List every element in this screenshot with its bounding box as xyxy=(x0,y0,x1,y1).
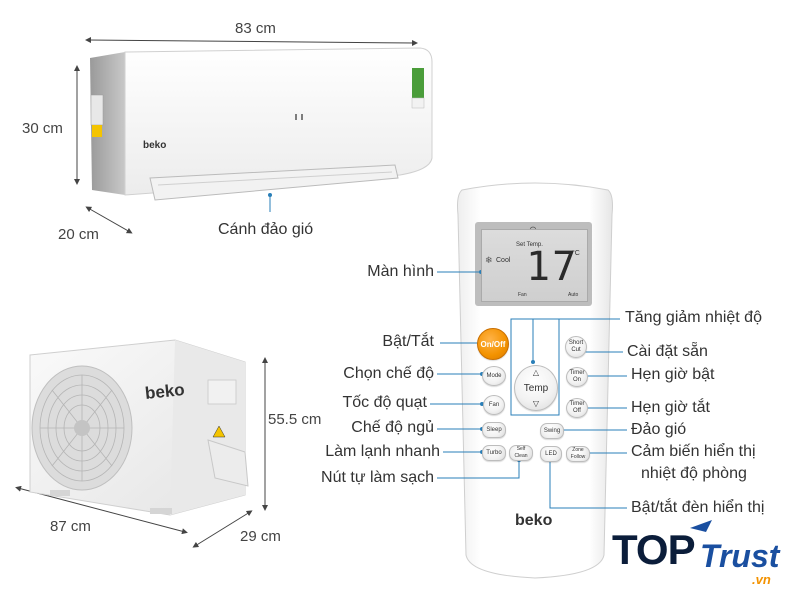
toptrust-logo-top: TOP xyxy=(612,526,696,573)
callout-timer-off: Hẹn giờ tắt xyxy=(631,399,710,416)
callout-zone-follow-line2: nhiệt độ phòng xyxy=(641,465,747,482)
outdoor-width-dimension-line xyxy=(15,485,188,535)
lcd-unit: °C xyxy=(572,250,580,257)
temp-down-icon: ▽ xyxy=(532,399,540,408)
turbo-button[interactable]: Turbo xyxy=(482,445,506,461)
callout-screen: Màn hình xyxy=(367,263,434,280)
callout-temp: Tăng giảm nhiệt độ xyxy=(625,309,762,326)
temp-button[interactable]: △ Temp ▽ xyxy=(514,365,558,411)
outdoor-width-label: 87 cm xyxy=(50,518,91,535)
callout-on-off: Bật/Tắt xyxy=(382,333,434,350)
short-cut-button[interactable]: Short Cut xyxy=(565,336,587,358)
indoor-width-dimension-line xyxy=(85,37,418,46)
outdoor-depth-label: 29 cm xyxy=(240,528,281,545)
mode-button[interactable]: Mode xyxy=(482,366,506,386)
callout-fan-speed: Tốc độ quạt xyxy=(342,394,428,411)
indoor-unit xyxy=(90,47,433,212)
callout-mode: Chọn chế độ xyxy=(343,365,434,382)
remote-brand-logo: beko xyxy=(515,512,553,529)
callout-led: Bật/tắt đèn hiển thị xyxy=(631,499,765,516)
toptrust-logo-trust: Trust xyxy=(700,538,780,574)
indoor-depth-label: 20 cm xyxy=(58,226,99,243)
snowflake-icon: ❄ xyxy=(485,255,493,265)
lcd-auto-label: Auto xyxy=(568,292,579,298)
louver-label: Cánh đảo gió xyxy=(218,221,314,238)
led-button[interactable]: LED xyxy=(540,446,562,462)
callout-leader-lines xyxy=(430,271,627,509)
lcd-temperature: 17 xyxy=(526,244,579,290)
temp-up-icon: △ xyxy=(532,368,540,377)
indoor-width-label: 83 cm xyxy=(235,20,276,37)
timer-on-button[interactable]: Timer On xyxy=(566,367,588,387)
swing-button[interactable]: Swing xyxy=(540,423,564,439)
remote-lcd-screen: Set Temp. ❄ Cool 17 °C Fan Auto xyxy=(481,229,588,302)
outdoor-unit xyxy=(29,339,249,516)
outdoor-height-label: 55.5 cm xyxy=(268,411,322,428)
lcd-set-temp-label: Set Temp. xyxy=(516,242,543,248)
indoor-depth-dimension-line xyxy=(85,206,133,234)
outdoor-brand-logo: beko xyxy=(144,379,186,404)
indoor-height-label: 30 cm xyxy=(22,120,63,137)
callout-preset: Cài đặt sẵn xyxy=(627,343,708,360)
indoor-brand-logo: beko xyxy=(143,140,167,151)
callout-zone-follow-line1: Cảm biến hiển thị xyxy=(631,443,756,460)
callout-swing: Đảo gió xyxy=(631,421,687,438)
callout-self-clean: Nút tự làm sạch xyxy=(321,469,434,486)
outdoor-depth-dimension-line xyxy=(192,510,253,548)
zone-follow-button[interactable]: Zone Follow xyxy=(566,446,590,462)
on-off-button[interactable]: On/Off xyxy=(477,328,509,360)
sleep-button[interactable]: Sleep xyxy=(482,422,506,438)
callout-turbo: Làm lạnh nhanh xyxy=(325,443,440,460)
logo-plane-icon xyxy=(690,520,712,532)
callout-timer-on: Hẹn giờ bật xyxy=(631,366,715,383)
toptrust-logo-vn: .vn xyxy=(752,572,771,587)
lcd-fan-label: Fan xyxy=(518,292,527,298)
callout-sleep: Chế độ ngủ xyxy=(351,419,434,436)
lcd-mode-label: Cool xyxy=(496,257,511,264)
fan-button[interactable]: Fan xyxy=(483,395,505,415)
timer-off-button[interactable]: Timer Off xyxy=(566,398,588,418)
self-clean-button[interactable]: Self Clean xyxy=(509,445,533,461)
